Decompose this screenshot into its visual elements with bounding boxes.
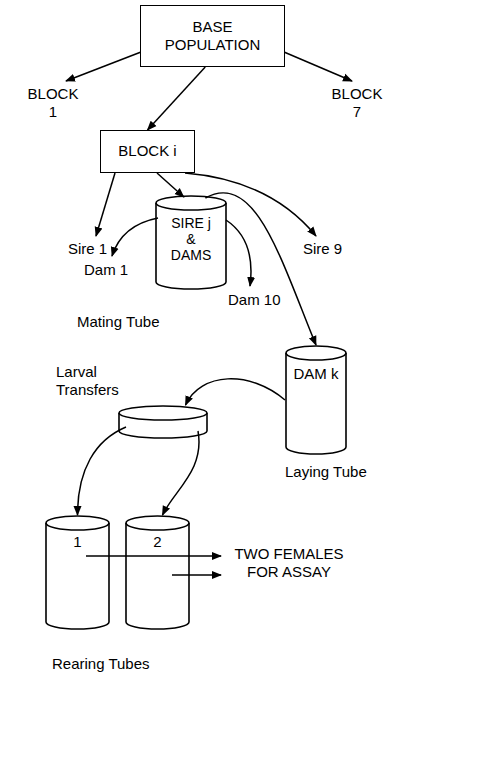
mating-tube: SIRE j & DAMSMating Tube [155,195,227,290]
arrow-line [172,574,221,576]
laying-tube: DAM kLaying Tube [285,345,347,455]
petri-dish: Larval Transfers [118,405,208,439]
node-text: DAM k [294,365,339,383]
rearing-tube: 2 [125,515,190,630]
tube-caption: Laying Tube [285,463,367,481]
sire-label: Sire 1 [68,240,107,258]
sire-label: Sire 9 [303,240,342,258]
assay-note: TWO FEMALES FOR ASSAY [225,545,353,581]
block-box: BLOCK i [100,130,195,173]
block-label: BLOCK 1 [22,85,84,121]
tube-caption: Mating Tube [77,313,160,331]
dish-outline [118,405,208,439]
flow-arrow [205,193,316,345]
dish-caption: Larval Transfers [56,363,128,399]
arrow-line [226,220,251,286]
tube-outline [45,515,110,630]
flow-arrow [163,431,200,515]
dam-label: Dam 10 [228,291,281,309]
flow-arrow [148,67,206,130]
arrow-line [66,52,141,81]
rearing-tube: 1 [45,515,110,630]
node-text: 1 [73,533,81,551]
tube-outline [285,345,347,455]
arrow-line [284,52,352,81]
node-text: BLOCK i [118,142,176,160]
node-text: 2 [153,533,161,551]
dam-label: Dam 1 [84,261,128,279]
group-caption: Rearing Tubes [52,655,150,673]
flow-arrow [186,379,286,405]
block-label: BLOCK 7 [326,85,388,121]
tube-outline [125,515,190,630]
arrow-line [112,218,158,256]
flow-arrow [157,173,184,197]
arrow-line [96,173,115,236]
population-box: BASE POPULATION [140,5,285,67]
flow-arrow [78,427,127,515]
node-text: BASE POPULATION [155,18,270,54]
node-text: SIRE j & DAMS [165,215,217,263]
arrow-line [86,555,221,557]
